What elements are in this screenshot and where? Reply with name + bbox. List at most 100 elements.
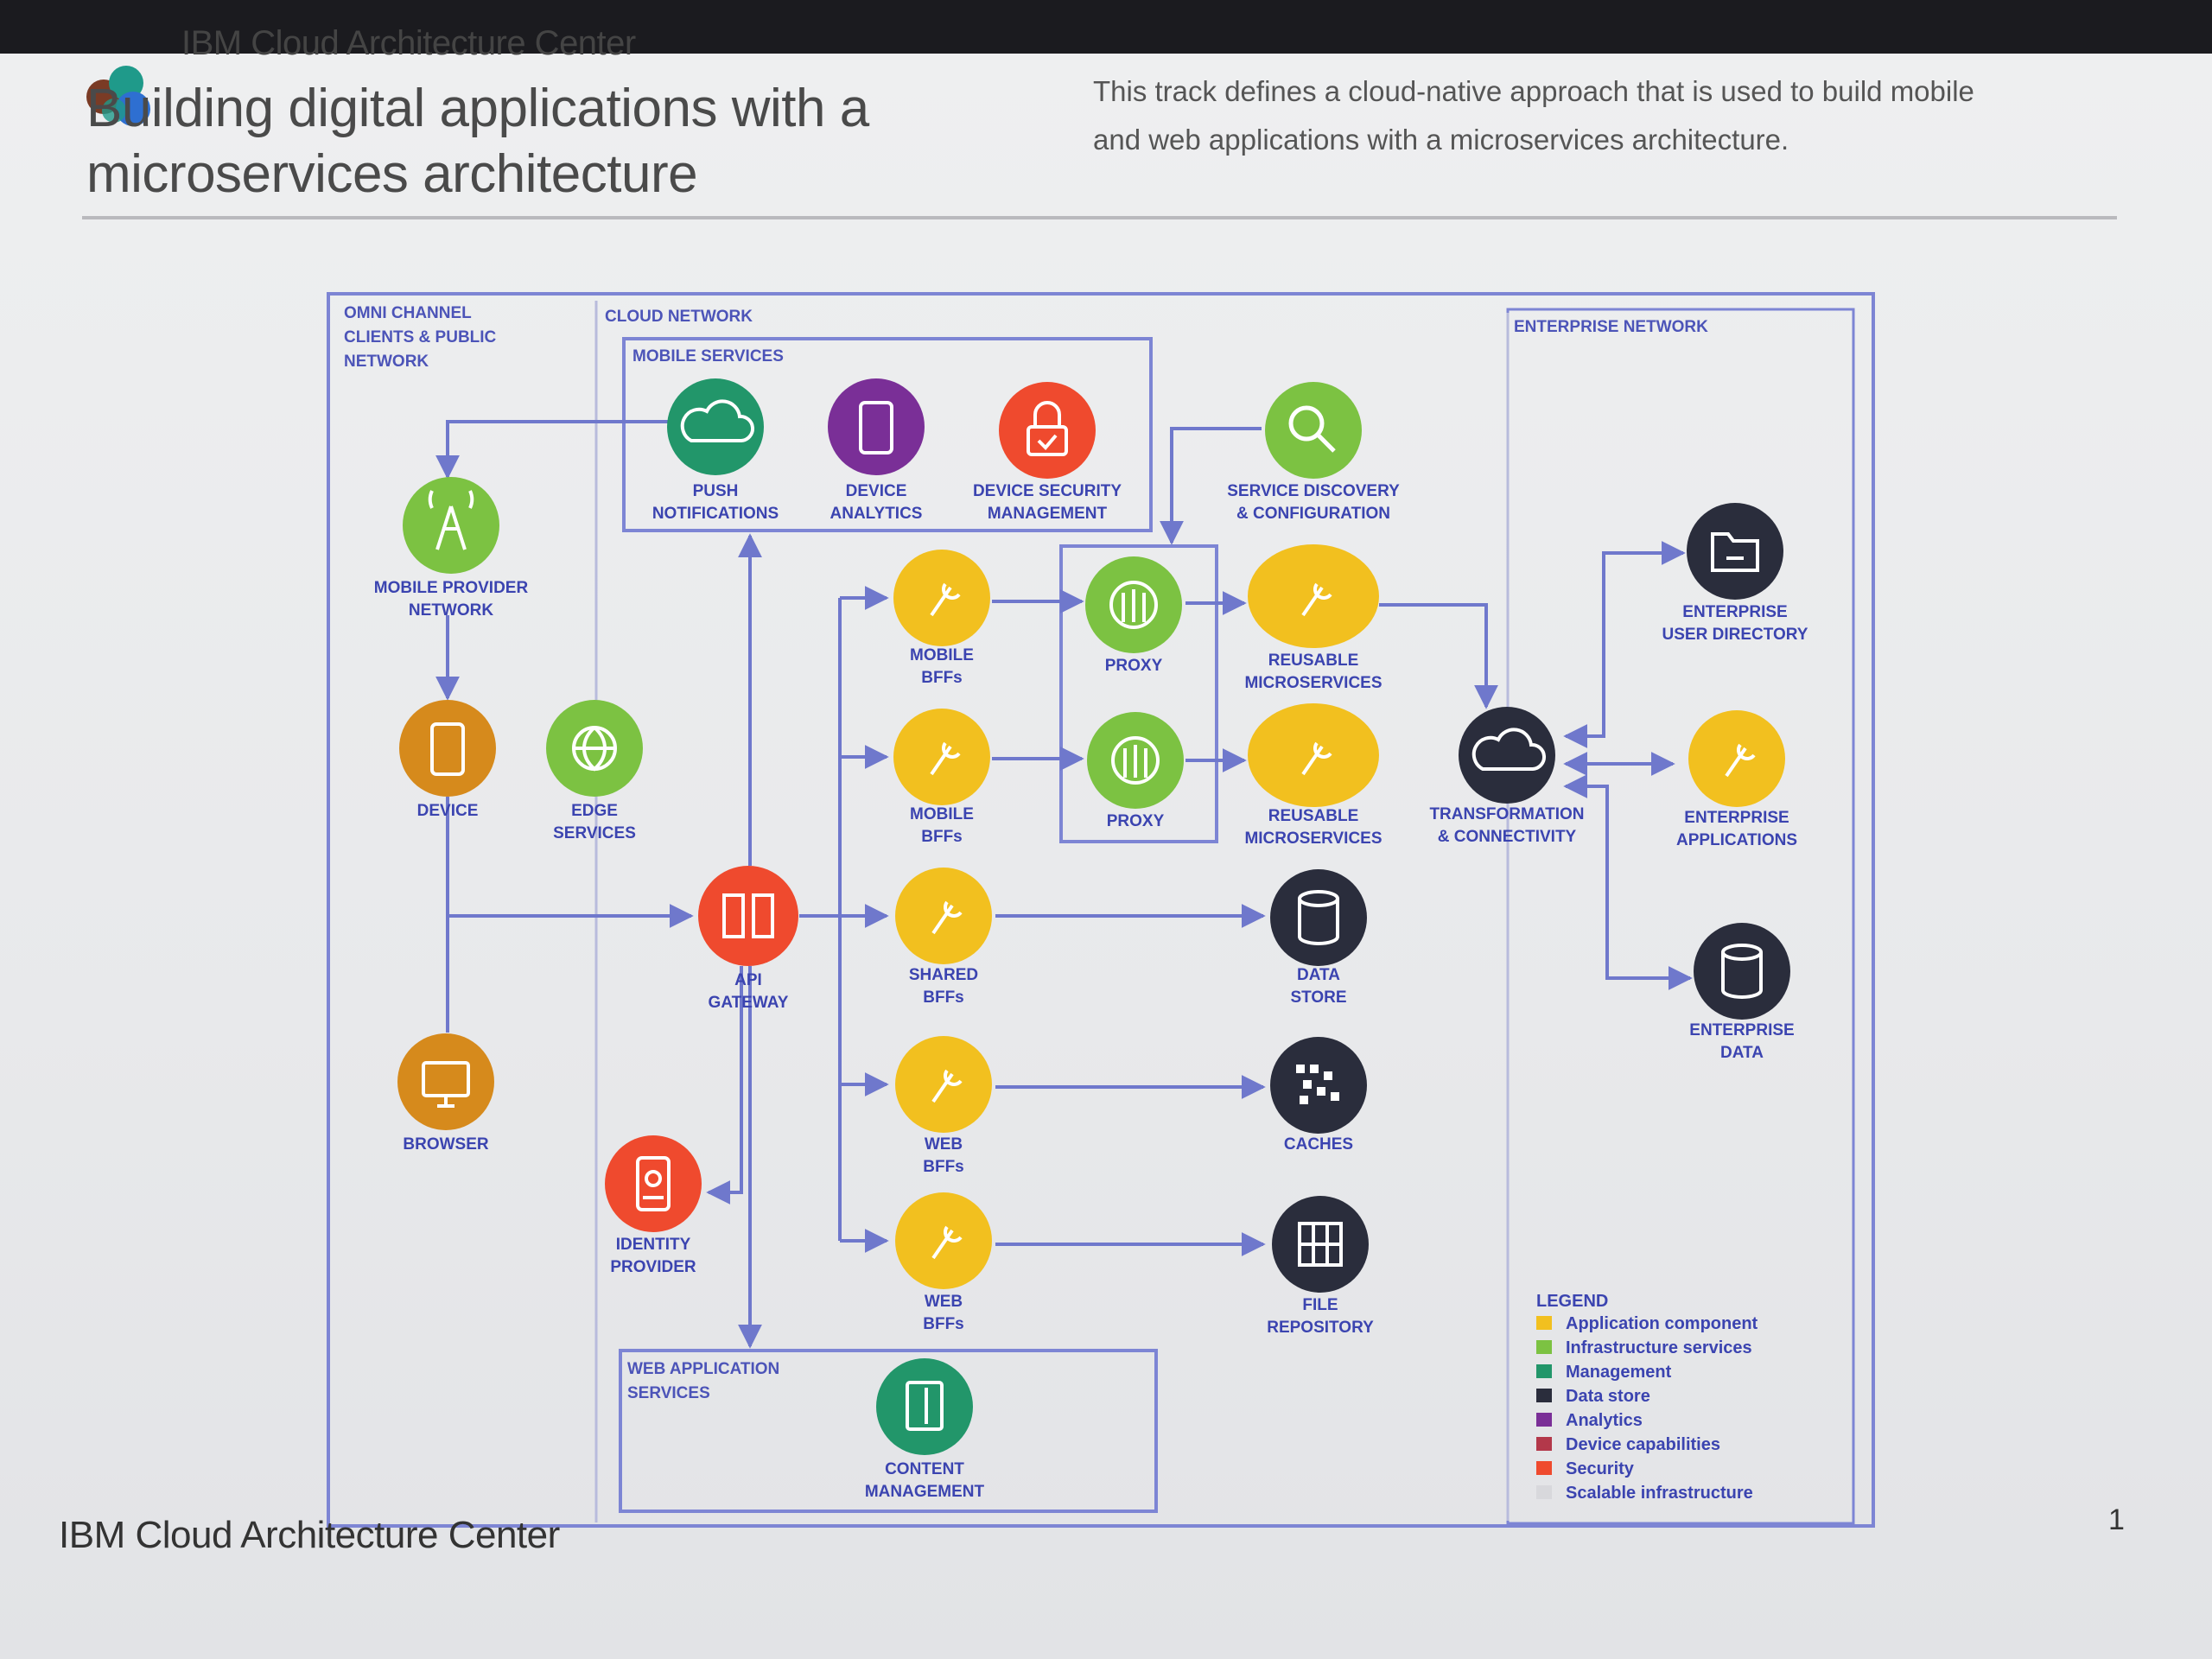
- node-device-analytics[interactable]: DEVICE ANALYTICS: [828, 378, 925, 523]
- svg-text:REUSABLE: REUSABLE: [1268, 807, 1359, 825]
- node-web-bffs-1[interactable]: WEB BFFs: [895, 1036, 992, 1176]
- node-push-notifications[interactable]: PUSH NOTIFICATIONS: [652, 378, 779, 523]
- svg-text:PROXY: PROXY: [1107, 812, 1165, 830]
- node-identity-provider[interactable]: IDENTITY PROVIDER: [605, 1135, 702, 1276]
- svg-text:PROXY: PROXY: [1105, 657, 1163, 675]
- edge-discovery-to-proxy: [1160, 427, 1262, 545]
- folder-icon: [1711, 532, 1759, 572]
- node-enterprise-data[interactable]: ENTERPRISE DATA: [1689, 923, 1795, 1062]
- node-proxy-2[interactable]: PROXY: [1087, 712, 1184, 830]
- node-transformation-connectivity[interactable]: TRANSFORMATION & CONNECTIVITY: [1429, 707, 1585, 846]
- svg-text:MANAGEMENT: MANAGEMENT: [988, 505, 1108, 523]
- title-divider: [82, 216, 2117, 219]
- legend-swatch: [1536, 1389, 1552, 1402]
- file-repository-icon: [1298, 1222, 1343, 1267]
- legend-item-label: Analytics: [1566, 1411, 1643, 1430]
- svg-text:BFFs: BFFs: [923, 1315, 964, 1333]
- node-mobile-provider-network[interactable]: MOBILE PROVIDER NETWORK: [374, 477, 529, 620]
- page-number: 1: [2108, 1503, 2125, 1536]
- zone-label-public-2: CLIENTS & PUBLIC: [344, 328, 497, 346]
- cloud-icon: [1471, 728, 1547, 771]
- legend-swatch: [1536, 1437, 1552, 1451]
- svg-text:DEVICE: DEVICE: [846, 482, 907, 500]
- svg-text:SHARED: SHARED: [909, 966, 978, 984]
- node-caches[interactable]: CACHES: [1270, 1037, 1367, 1154]
- proxy-icon: [1111, 736, 1160, 785]
- page-title: Building digital applications with a mic…: [86, 79, 869, 204]
- node-mobile-bffs-2[interactable]: MOBILE BFFs: [893, 709, 990, 846]
- database-icon: [1298, 890, 1339, 945]
- svg-text:BFFs: BFFs: [921, 669, 963, 687]
- wrench-icon: [1301, 741, 1332, 776]
- svg-text:CONTENT: CONTENT: [885, 1460, 964, 1478]
- phone-icon: [430, 722, 465, 776]
- svg-text:EDGE: EDGE: [571, 802, 618, 820]
- database-icon: [1721, 944, 1763, 999]
- zone-frames: [327, 292, 1875, 1528]
- svg-text:MICROSERVICES: MICROSERVICES: [1244, 674, 1382, 692]
- node-mobile-bffs-1[interactable]: MOBILE BFFs: [893, 550, 990, 687]
- brand-footer: IBM Cloud Architecture Center: [59, 1514, 560, 1556]
- svg-text:ENTERPRISE: ENTERPRISE: [1684, 809, 1789, 827]
- magnifier-icon: [1288, 405, 1336, 453]
- node-proxy-1[interactable]: PROXY: [1085, 556, 1182, 675]
- node-api-gateway[interactable]: API GATEWAY: [698, 866, 798, 1012]
- node-device[interactable]: DEVICE: [399, 700, 496, 820]
- edge-rms1-transform: [1379, 603, 1498, 709]
- svg-text:DATA: DATA: [1297, 966, 1340, 984]
- node-reusable-microservices-1[interactable]: REUSABLE MICROSERVICES: [1244, 544, 1382, 692]
- node-content-management[interactable]: CONTENT MANAGEMENT: [865, 1358, 985, 1501]
- svg-text:SERVICE DISCOVERY: SERVICE DISCOVERY: [1227, 482, 1400, 500]
- node-service-discovery[interactable]: SERVICE DISCOVERY & CONFIGURATION: [1227, 382, 1400, 523]
- proxy-box: [1059, 544, 1218, 843]
- svg-text:BFFs: BFFs: [921, 828, 963, 846]
- wrench-icon: [931, 900, 963, 935]
- svg-text:DEVICE: DEVICE: [417, 802, 479, 820]
- brand-header: IBM Cloud Architecture Center: [181, 24, 636, 62]
- wrench-icon: [1725, 743, 1756, 778]
- node-browser[interactable]: BROWSER: [397, 1033, 494, 1154]
- node-device-security-management[interactable]: DEVICE SECURITY MANAGEMENT: [973, 382, 1122, 523]
- svg-text:BROWSER: BROWSER: [403, 1135, 489, 1154]
- document-icon: [906, 1381, 944, 1431]
- edge-transform-entdata: [1563, 774, 1693, 990]
- connectors: [435, 420, 1693, 1349]
- svg-text:FILE: FILE: [1302, 1296, 1338, 1314]
- legend-swatch: [1536, 1364, 1552, 1378]
- svg-text:MOBILE PROVIDER: MOBILE PROVIDER: [374, 579, 529, 597]
- wrench-icon: [930, 741, 961, 776]
- legend-item-label: Application component: [1566, 1314, 1758, 1333]
- node-enterprise-applications[interactable]: ENTERPRISE APPLICATIONS: [1676, 710, 1797, 849]
- gateway-icon: [722, 893, 774, 938]
- svg-text:& CONFIGURATION: & CONFIGURATION: [1236, 505, 1390, 523]
- svg-text:PROVIDER: PROVIDER: [610, 1258, 696, 1276]
- node-data-store[interactable]: DATA STORE: [1270, 869, 1367, 1007]
- node-edge-services[interactable]: EDGE SERVICES: [546, 700, 643, 842]
- svg-text:ANALYTICS: ANALYTICS: [830, 505, 923, 523]
- svg-text:ENTERPRISE: ENTERPRISE: [1689, 1021, 1794, 1039]
- svg-text:DEVICE SECURITY: DEVICE SECURITY: [973, 482, 1122, 500]
- node-file-repository[interactable]: FILE REPOSITORY: [1267, 1196, 1374, 1337]
- legend-item-label: Data store: [1566, 1387, 1650, 1406]
- legend-item-label: Management: [1566, 1363, 1672, 1382]
- svg-text:MOBILE: MOBILE: [910, 646, 974, 664]
- wrench-icon: [931, 1225, 963, 1260]
- svg-text:MICROSERVICES: MICROSERVICES: [1244, 830, 1382, 848]
- node-enterprise-user-directory[interactable]: ENTERPRISE USER DIRECTORY: [1662, 503, 1808, 644]
- node-shared-bffs[interactable]: SHARED BFFs: [895, 868, 992, 1007]
- svg-text:MANAGEMENT: MANAGEMENT: [865, 1483, 985, 1501]
- legend-item-label: Infrastructure services: [1566, 1338, 1752, 1357]
- node-reusable-microservices-2[interactable]: REUSABLE MICROSERVICES: [1244, 703, 1382, 848]
- zone-label-web-services-1: WEB APPLICATION: [627, 1360, 779, 1378]
- phone-icon: [859, 401, 893, 454]
- svg-text:PUSH: PUSH: [693, 482, 739, 500]
- zone-label-public-1: OMNI CHANNEL: [344, 304, 472, 322]
- svg-text:REUSABLE: REUSABLE: [1268, 652, 1359, 670]
- zone-label-cloud: CLOUD NETWORK: [605, 308, 753, 326]
- svg-text:BFFs: BFFs: [923, 1158, 964, 1176]
- svg-text:& CONNECTIVITY: & CONNECTIVITY: [1438, 828, 1577, 846]
- node-web-bffs-2[interactable]: WEB BFFs: [895, 1192, 992, 1333]
- cache-icon: [1296, 1065, 1339, 1104]
- edge-transform-userdir: [1563, 541, 1686, 748]
